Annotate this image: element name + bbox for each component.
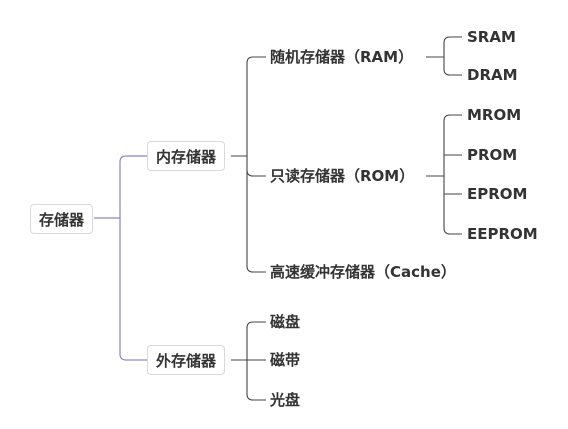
sram-label: SRAM (467, 28, 516, 46)
external-memory-node[interactable]: 外存储器 (147, 345, 226, 375)
root-node-label: 存储器 (39, 211, 85, 229)
prom-label: PROM (467, 146, 518, 164)
cache-label: 高速缓冲存储器（Cache） (270, 263, 456, 281)
connector-internal-to-ram (231, 56, 266, 157)
dram-label: DRAM (467, 66, 518, 84)
connector-rom-to-eeprom (443, 176, 462, 235)
disk-label: 磁盘 (270, 313, 301, 331)
sram-node[interactable]: SRAM (467, 27, 516, 47)
external-memory-label: 外存储器 (156, 352, 217, 370)
mrom-label: MROM (467, 106, 522, 124)
connector-root-to-external (119, 218, 147, 361)
eprom-node[interactable]: EPROM (467, 184, 527, 204)
mrom-node[interactable]: MROM (467, 105, 521, 125)
optical-disc-node[interactable]: 光盘 (270, 390, 300, 410)
eeprom-node[interactable]: EEPROM (467, 224, 538, 244)
disk-node[interactable]: 磁盘 (270, 312, 300, 332)
connector-internal-to-rom (246, 156, 266, 177)
connector-ram-to-sram (426, 36, 462, 58)
tape-label: 磁带 (270, 351, 301, 369)
rom-label: 只读存储器（ROM） (270, 167, 415, 185)
connector-ram-to-dram (443, 57, 462, 76)
ram-label: 随机存储器（RAM） (270, 48, 414, 66)
connector-root-to-internal (94, 155, 147, 219)
dram-node[interactable]: DRAM (467, 65, 518, 85)
optical-disc-label: 光盘 (270, 391, 301, 409)
prom-node[interactable]: PROM (467, 145, 517, 165)
connector-external-to-disk (231, 321, 266, 361)
connector-rom-to-mrom (426, 114, 462, 177)
internal-memory-label: 内存储器 (156, 148, 217, 166)
cache-node[interactable]: 高速缓冲存储器（Cache） (270, 262, 456, 282)
root-node[interactable]: 存储器 (30, 204, 94, 234)
ram-node[interactable]: 随机存储器（RAM） (270, 47, 413, 67)
rom-node[interactable]: 只读存储器（ROM） (270, 166, 414, 186)
tape-node[interactable]: 磁带 (270, 350, 300, 370)
connector-external-to-optical (246, 360, 266, 401)
eprom-label: EPROM (467, 185, 528, 203)
connector-internal-to-cache (246, 170, 266, 273)
internal-memory-node[interactable]: 内存储器 (147, 141, 226, 171)
eeprom-label: EEPROM (467, 225, 538, 243)
